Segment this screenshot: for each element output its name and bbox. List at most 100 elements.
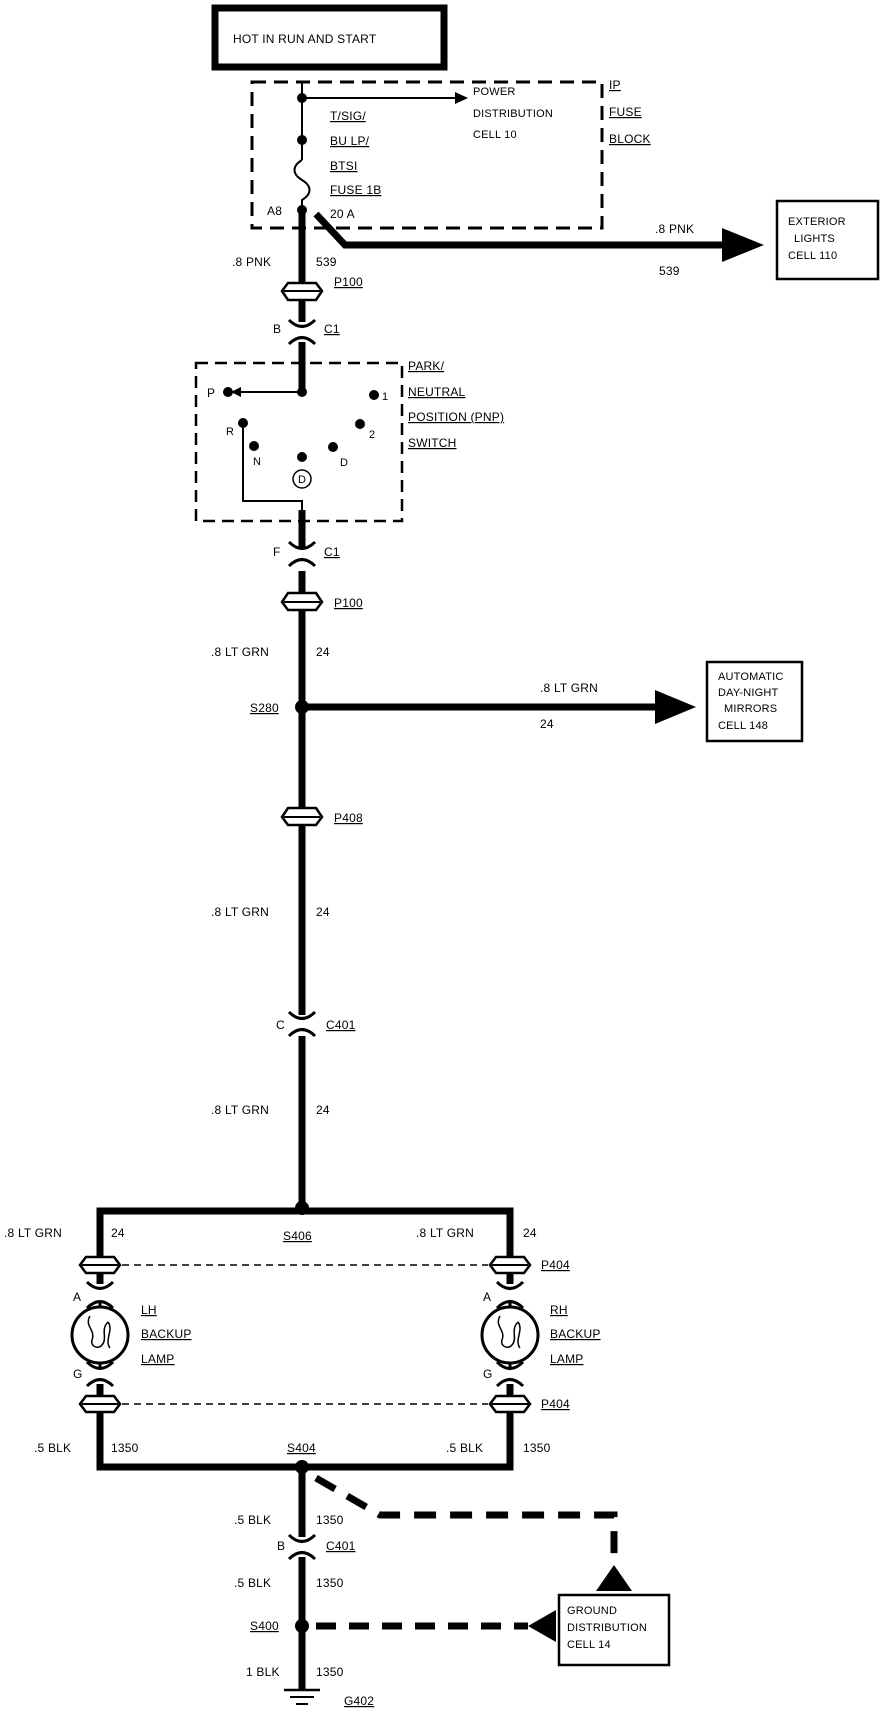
mirrors-2: DAY-NIGHT — [718, 687, 779, 699]
arrow-right-icon — [722, 228, 764, 262]
switch-contact-1 — [369, 390, 379, 400]
fuse-label-3: BTSI — [330, 159, 357, 173]
exterior-lights-2: LIGHTS — [794, 233, 835, 245]
p100-label-top: P100 — [334, 275, 363, 289]
c401-label-lower: C401 — [326, 1539, 356, 1553]
pnp-label-3: POSITION (PNP) — [408, 410, 504, 424]
pos-d: D — [340, 457, 348, 469]
pos-r: R — [226, 426, 234, 438]
switch-contact-p — [223, 387, 233, 397]
wire-circuit-24-1: 24 — [316, 645, 330, 659]
mirrors-wire-size: .8 LT GRN — [540, 681, 598, 695]
fuse-symbol — [293, 159, 311, 208]
trunk-wire-circuit-539: 539 — [316, 255, 337, 269]
wire-size-ltgrn-3: .8 LT GRN — [211, 1103, 269, 1117]
ground-arrow-left-icon — [528, 1610, 556, 1642]
wire-circuit-24-2: 24 — [316, 905, 330, 919]
lh-pin-a: A — [73, 1290, 81, 1304]
arrow-right-icon — [455, 92, 468, 104]
pos-d-circle: D — [298, 474, 306, 486]
switch-contact-d — [328, 442, 338, 452]
mirrors-1: AUTOMATIC — [718, 671, 784, 683]
p404-label-upper: P404 — [541, 1258, 570, 1272]
c1-pin-top: B — [273, 322, 281, 336]
switch-contact-n — [249, 441, 259, 451]
trunk-blk-size-1: .5 BLK — [234, 1513, 271, 1527]
splice-s400-label: S400 — [250, 1619, 279, 1633]
trunk-wire-size-pnk: .8 PNK — [232, 255, 271, 269]
fuse-rating: 20 A — [330, 207, 355, 221]
trunk-blk-size-2: .5 BLK — [234, 1576, 271, 1590]
trunk-blk1-size: 1 BLK — [246, 1665, 280, 1679]
ground-dist-2: DISTRIBUTION — [567, 1622, 647, 1634]
rh-lamp-label-3: LAMP — [550, 1352, 583, 1366]
rh-blk-size: .5 BLK — [446, 1441, 483, 1455]
rh-lamp-label-2: BACKUP — [550, 1327, 601, 1341]
rh-blk-circuit: 1350 — [523, 1441, 551, 1455]
lh-lamp-label-2: BACKUP — [141, 1327, 192, 1341]
connector-c1-top: B C1 — [273, 318, 340, 346]
rh-wire-circuit: 24 — [523, 1226, 537, 1240]
pnp-label-4: SWITCH — [408, 436, 457, 450]
lh-wire-size: .8 LT GRN — [4, 1226, 62, 1240]
wire-ground-return — [96, 1412, 514, 1471]
exterior-lights-box: EXTERIOR LIGHTS CELL 110 — [775, 199, 880, 281]
c401-pin-upper: C — [276, 1018, 285, 1032]
c1-label-top: C1 — [324, 322, 340, 336]
lh-backup-lamp: A G LH BACKUP LAMP — [70, 1273, 192, 1396]
lh-blk-circuit: 1350 — [111, 1441, 139, 1455]
lh-lamp-bulb-icon — [70, 1305, 130, 1365]
connector-p100-bottom: P100 — [280, 591, 363, 612]
c1-pin-bottom: F — [273, 545, 281, 559]
pos-p: P — [207, 386, 215, 400]
connector-c401-upper: C C401 — [276, 1010, 356, 1038]
connector-p408: P408 — [280, 806, 363, 827]
bus-node-top — [297, 93, 307, 103]
connector-p404-lower: P404 — [78, 1394, 570, 1414]
mirrors-4: CELL 148 — [718, 720, 768, 732]
trunk-blk-circuit-2: 1350 — [316, 1576, 344, 1590]
switch-d-ring — [292, 469, 312, 489]
ip-fuse-block: IP FUSE BLOCK POWER DISTRIBUTION CELL 10… — [250, 78, 651, 230]
power-source-label: HOT IN RUN AND START — [233, 32, 377, 46]
pos-1: 1 — [382, 391, 388, 403]
fuse-block-label-3: BLOCK — [609, 132, 651, 146]
fuse-label-2: BU LP/ — [330, 134, 370, 148]
exterior-wire-size: .8 PNK — [655, 222, 694, 236]
fuse-terminal-a8: A8 — [267, 204, 282, 218]
arrow-left-icon — [231, 387, 241, 397]
power-dist-ref-1: POWER — [473, 86, 516, 98]
mirrors-wire-circuit: 24 — [540, 717, 554, 731]
arrow-right-icon — [655, 690, 696, 724]
c1-label-bottom: C1 — [324, 545, 340, 559]
c401-label-upper: C401 — [326, 1018, 356, 1032]
fuse-label-4: FUSE 1B — [330, 183, 381, 197]
rh-lamp-bulb-icon — [480, 1305, 540, 1365]
lh-blk-size: .5 BLK — [34, 1441, 71, 1455]
pnp-label-2: NEUTRAL — [408, 385, 466, 399]
rh-lamp-label-1: RH — [550, 1303, 568, 1317]
fuse-label-1: T/SIG/ — [330, 109, 366, 123]
pnp-switch: PARK/ NEUTRAL POSITION (PNP) SWITCH D P … — [194, 359, 504, 523]
p404-label-lower: P404 — [541, 1397, 570, 1411]
wire-circuit-24-3: 24 — [316, 1103, 330, 1117]
rh-pin-a: A — [483, 1290, 491, 1304]
connector-p404-upper: P404 — [78, 1255, 570, 1275]
power-source-box: HOT IN RUN AND START — [211, 4, 448, 71]
trunk-blk-circuit-1: 1350 — [316, 1513, 344, 1527]
connector-c1-bottom: F C1 — [273, 540, 340, 568]
connector-p100-top: P100 — [280, 275, 363, 302]
ground-g402-label: G402 — [344, 1694, 374, 1708]
dashed-ground-path-s404 — [314, 1474, 618, 1565]
power-dist-ref-2: DISTRIBUTION — [473, 108, 553, 120]
exterior-wire-circuit: 539 — [659, 264, 680, 278]
rh-backup-lamp: A G RH BACKUP LAMP — [480, 1273, 601, 1396]
wire-pnk-to-exterior-lights — [313, 211, 733, 249]
switch-r-output-wire — [242, 423, 303, 512]
pos-n: N — [253, 456, 261, 468]
trunk-blk1-circuit: 1350 — [316, 1665, 344, 1679]
switch-contact-2 — [355, 419, 365, 429]
bus-node-mid — [297, 135, 307, 145]
switch-contact-center — [297, 452, 307, 462]
